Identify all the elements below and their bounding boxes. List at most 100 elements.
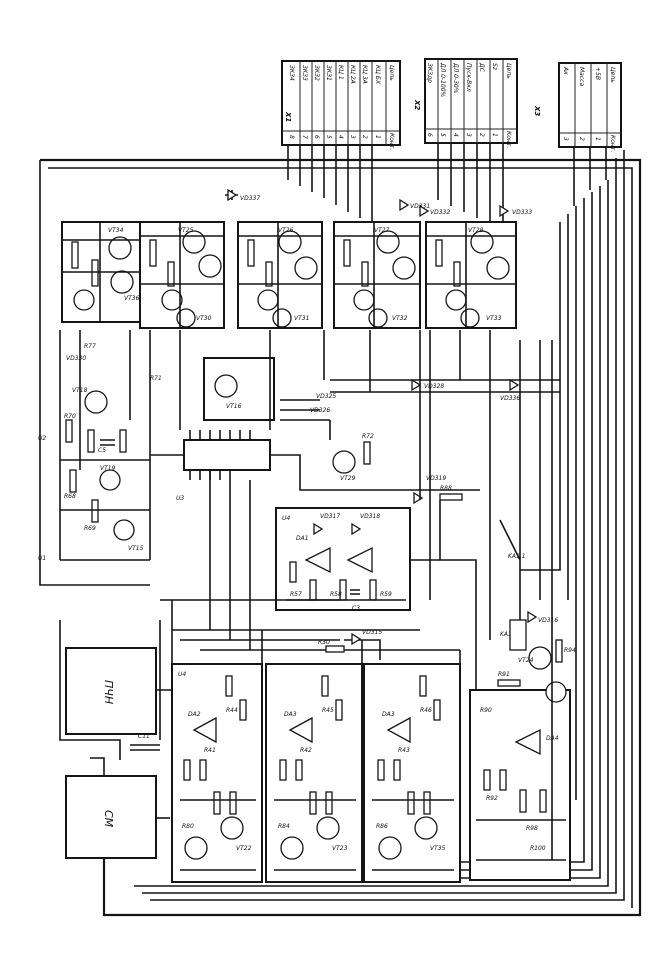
- comparator-section: DA1 VD317 VD318 R57 R58 R59 C3 U4: [275, 507, 411, 612]
- label-r71: R71: [150, 375, 162, 382]
- amplifier-channel-2: DA3 R45 R42 R84 VT23: [265, 663, 363, 883]
- x1-row-7-net: ЗКЗ3: [301, 65, 308, 81]
- label-r100: R100: [530, 845, 546, 852]
- x3-row-2-net: Масса: [578, 67, 585, 86]
- x3-header-pin: Конт.: [609, 135, 616, 152]
- top-diodes: VD337 VD331 VD332 VD333: [225, 188, 532, 218]
- amplifier-channel-3: DA3 R46 R43 R86 VT35: [363, 663, 461, 883]
- label-u1: U1: [38, 555, 46, 562]
- x2-header-pin: Конт.: [505, 131, 512, 148]
- label-vt15: VT15: [128, 545, 144, 552]
- x2-row-3-pin: 3: [465, 133, 472, 137]
- label-r88: R88: [440, 485, 452, 492]
- label-r43: R43: [398, 747, 410, 754]
- x1-row-1-pin: 1: [374, 135, 381, 139]
- label-vd318: VD318: [360, 513, 380, 520]
- driver-module-5: VT28 VT33: [425, 221, 517, 329]
- driver-module-3: VT26 VT31: [237, 221, 323, 329]
- label-u2: U2: [38, 435, 46, 442]
- x2-row-2-net: ДС: [478, 62, 485, 73]
- pchn-block: ПЧН C11: [59, 620, 172, 760]
- label-vt19: VT19: [100, 465, 116, 472]
- label-vt18: VT18: [72, 387, 88, 394]
- label-vt36: VT36: [124, 295, 140, 302]
- connector-x2-label: X2: [413, 99, 421, 110]
- left-bias-section: VT18 VT19 VT15 C5 R70 R68 R69 R77 VD330 …: [38, 330, 162, 562]
- label-vd330: VD330: [66, 355, 86, 362]
- driver-module-2: VT25 VT30: [139, 221, 225, 329]
- x2-row-4-net: ДЛ 0-30%: [452, 62, 459, 94]
- label-vd315: VD315: [362, 629, 382, 636]
- label-r80: R80: [182, 823, 194, 830]
- label-u4: U4: [282, 515, 290, 522]
- label-r42: R42: [300, 747, 312, 754]
- label-r30: R30: [318, 639, 330, 646]
- label-ka1: KA1: [500, 631, 512, 638]
- driver-module-1: VT34 VT36: [61, 221, 145, 323]
- label-vd317: VD317: [320, 513, 340, 520]
- label-vt24: VT24: [518, 657, 534, 664]
- cm-label: СМ: [102, 810, 115, 828]
- label-r94: R94: [564, 647, 576, 654]
- label-vt32: VT32: [392, 315, 408, 322]
- label-vd337: VD337: [240, 195, 260, 202]
- x3-row-3-pin: 3: [562, 137, 569, 141]
- center-logic: VT16 VT29 R72 U3 VD325 VD326: [150, 357, 480, 502]
- x2-header-net: Цепь: [505, 63, 512, 79]
- interconnect-traces: VD315 R30: [129, 330, 553, 860]
- label-r98: R98: [526, 825, 538, 832]
- x1-row-6-net: ЗКЗ2: [313, 65, 320, 81]
- label-vd319: VD319: [426, 475, 446, 482]
- label-r86: R86: [376, 823, 388, 830]
- label-c3: C3: [352, 605, 360, 612]
- x2-row-5-pin: 5: [439, 133, 446, 137]
- label-r72: R72: [362, 433, 374, 440]
- label-vt28: VT28: [468, 227, 484, 234]
- amplifier-channel-1: DA2 R44 R41 R80 VT22 U4: [171, 663, 263, 883]
- label-vd336: VD336: [500, 395, 520, 402]
- x1-row-8-net: ЗКЗ4: [288, 65, 295, 81]
- x2-row-1-pin: 1: [491, 133, 498, 137]
- x1-header-pin: Конт.: [388, 133, 395, 150]
- connector-x3: Цепь Конт. +5B 1 Масса 2 Ак 3: [558, 62, 622, 152]
- label-r69: R69: [84, 525, 96, 532]
- x1-row-4-pin: 4: [337, 135, 344, 139]
- label-vd316: VD316: [538, 617, 558, 624]
- x2-row-3-net: Пуск-Вкл: [465, 63, 472, 92]
- label-r92: R92: [486, 795, 498, 802]
- x2-row-6-net: ЗКЗдр: [426, 63, 433, 83]
- label-da3-ch3: DA3: [382, 711, 395, 718]
- x3-row-1-pin: 1: [594, 137, 601, 141]
- label-r58: R58: [330, 591, 342, 598]
- x1-header-net: Цепь: [388, 65, 395, 81]
- label-r59: R59: [380, 591, 392, 598]
- label-r77: R77: [84, 343, 96, 350]
- label-vt34: VT34: [108, 227, 124, 234]
- label-vt30: VT30: [196, 315, 212, 322]
- pchn-label: ПЧН: [102, 680, 115, 704]
- label-vt31: VT31: [294, 315, 309, 322]
- x1-row-3-pin: 3: [349, 135, 356, 139]
- driver-module-4: VT27 VT32: [333, 221, 421, 329]
- label-vt22: VT22: [236, 845, 252, 852]
- connector-leads: [287, 143, 607, 230]
- connector-x2: Цепь Конт. Sz 1 ДС 2 Пуск-Вкл 3 ДЛ 0-30%…: [424, 58, 518, 148]
- x2-row-5-net: ДЛ 0-100%: [439, 62, 446, 98]
- x2-row-2-pin: 2: [478, 133, 485, 137]
- label-r44: R44: [226, 707, 238, 714]
- x1-row-4-net: КЦ 1: [337, 65, 344, 80]
- right-mid-diodes: VD328 VD336 VD319 R88: [330, 378, 560, 505]
- label-da2: DA2: [188, 711, 201, 718]
- connector-x2-frame: [424, 58, 518, 144]
- label-c5: C5: [98, 447, 106, 454]
- label-ka11: KA1.1: [508, 553, 526, 560]
- x2-row-6-pin: 6: [426, 133, 433, 137]
- label-vd328: VD328: [424, 383, 444, 390]
- label-r41: R41: [204, 747, 216, 754]
- x1-row-8-pin: 8: [288, 135, 295, 139]
- label-vt33: VT33: [486, 315, 502, 322]
- amplifier-channel-4: DA4 R90 R92 R98 R100: [469, 681, 571, 881]
- label-u4-ch1: U4: [178, 671, 186, 678]
- label-vd332: VD332: [430, 209, 450, 216]
